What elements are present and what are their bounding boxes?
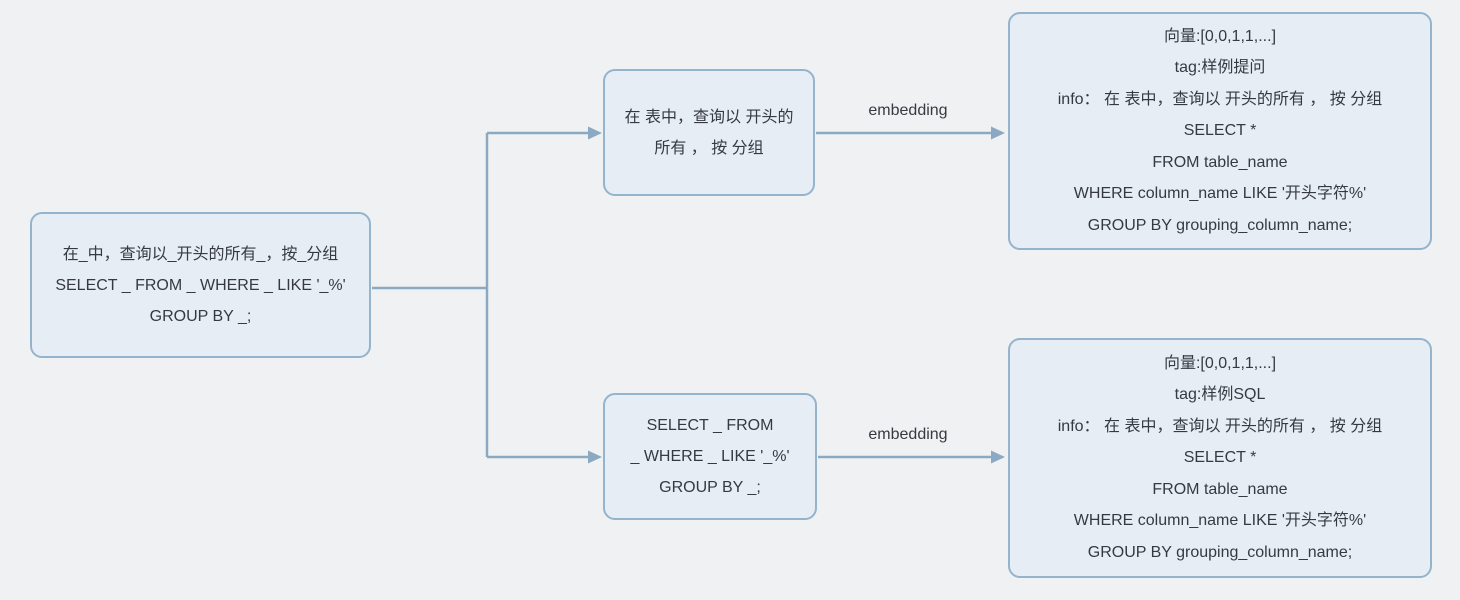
arrowhead-sql-embedding <box>991 450 1005 464</box>
node-line: FROM table_name <box>1152 153 1288 171</box>
node-line: WHERE column_name LIKE '开头字符%' <box>1073 185 1367 203</box>
embedding-label-top: embedding <box>868 102 948 119</box>
node-line: SELECT * <box>1183 449 1257 467</box>
sql-embedding-node: 向量:[0,0,1,1,...] tag:样例SQL info： 在 表中，查询… <box>1008 338 1432 578</box>
node-line: GROUP BY grouping_column_name; <box>1087 216 1353 234</box>
node-line: WHERE column_name LIKE '开头字符%' <box>1073 512 1367 530</box>
sql-node: SELECT _ FROM _ WHERE _ LIKE '_%' GROUP … <box>603 393 817 520</box>
node-line: GROUP BY grouping_column_name; <box>1087 543 1353 561</box>
embedding-label-bottom: embedding <box>868 426 948 443</box>
template-node: 在_中，查询以_开头的所有_，按_分组 SELECT _ FROM _ WHER… <box>30 212 371 358</box>
node-line: GROUP BY _; <box>149 307 252 325</box>
node-line: tag:样例SQL <box>1174 386 1266 404</box>
node-line: info： 在 表中，查询以 开头的所有 ， 按 分组 <box>1057 417 1383 435</box>
arrowhead-sql <box>588 450 602 464</box>
node-line: GROUP BY _; <box>659 479 761 496</box>
node-line: 向量:[0,0,1,1,...] <box>1163 354 1277 372</box>
node-line: 在_中，查询以_开头的所有_，按_分组 <box>62 245 339 263</box>
node-line: 在 表中，查询以 开头的 <box>624 108 794 126</box>
arrowhead-question-embedding <box>991 126 1005 140</box>
node-line: tag:样例提问 <box>1174 59 1266 77</box>
node-line: 向量:[0,0,1,1,...] <box>1163 27 1277 45</box>
node-line: info： 在 表中，查询以 开头的所有 ， 按 分组 <box>1057 90 1383 108</box>
node-line: FROM table_name <box>1152 480 1288 498</box>
node-line: SELECT * <box>1183 122 1257 140</box>
question-node: 在 表中，查询以 开头的 所有 ， 按 分组 <box>603 69 815 196</box>
question-embedding-node: 向量:[0,0,1,1,...] tag:样例提问 info： 在 表中，查询以… <box>1008 12 1432 250</box>
arrowhead-question <box>588 126 602 140</box>
node-line: 所有 ， 按 分组 <box>654 139 764 157</box>
node-line: SELECT _ FROM <box>646 417 774 434</box>
node-line: _ WHERE _ LIKE '_%' <box>630 448 790 465</box>
node-line: SELECT _ FROM _ WHERE _ LIKE '_%' <box>55 276 346 294</box>
